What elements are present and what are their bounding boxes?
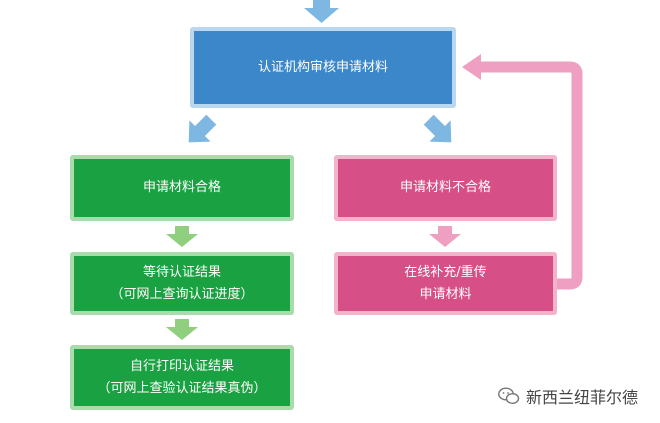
arrow-down-green-2 bbox=[166, 319, 198, 340]
arrow-diagonal-right bbox=[423, 114, 452, 143]
arrow-down-pink bbox=[429, 226, 461, 247]
review-text: 认证机构审核申请材料 bbox=[257, 59, 388, 75]
arrow-return-loop bbox=[478, 61, 583, 290]
wait-line1: 等待认证结果 bbox=[142, 264, 221, 280]
arrow-diagonal-left bbox=[188, 114, 217, 143]
resubmit-line2: 申请材料 bbox=[419, 286, 472, 302]
resubmit-box: 在线补充/重传 申请材料 bbox=[334, 252, 557, 315]
qualified-box: 申请材料合格 bbox=[70, 155, 294, 221]
wait-result-box: 等待认证结果 （可网上查询认证进度） bbox=[70, 252, 294, 315]
wait-line2: （可网上查询认证进度） bbox=[110, 286, 254, 302]
watermark: 新西兰纽菲尔德 bbox=[498, 384, 638, 408]
print-line2: （可网上查验认证结果真伪） bbox=[97, 380, 267, 396]
wechat-icon bbox=[498, 387, 520, 405]
unqualified-box: 申请材料不合格 bbox=[334, 155, 557, 221]
arrow-down-green-1 bbox=[166, 226, 198, 247]
resubmit-line1: 在线补充/重传 bbox=[404, 264, 487, 280]
watermark-text: 新西兰纽菲尔德 bbox=[526, 388, 639, 407]
print-line1: 自行打印认证结果 bbox=[129, 358, 234, 374]
arrow-return-head bbox=[462, 54, 481, 80]
qualified-text: 申请材料合格 bbox=[142, 180, 221, 195]
unqualified-text: 申请材料不合格 bbox=[399, 180, 491, 195]
print-result-box: 自行打印认证结果 （可网上查验认证结果真伪） bbox=[70, 345, 294, 410]
review-box: 认证机构审核申请材料 bbox=[190, 27, 456, 108]
arrow-down-top bbox=[304, 0, 339, 23]
